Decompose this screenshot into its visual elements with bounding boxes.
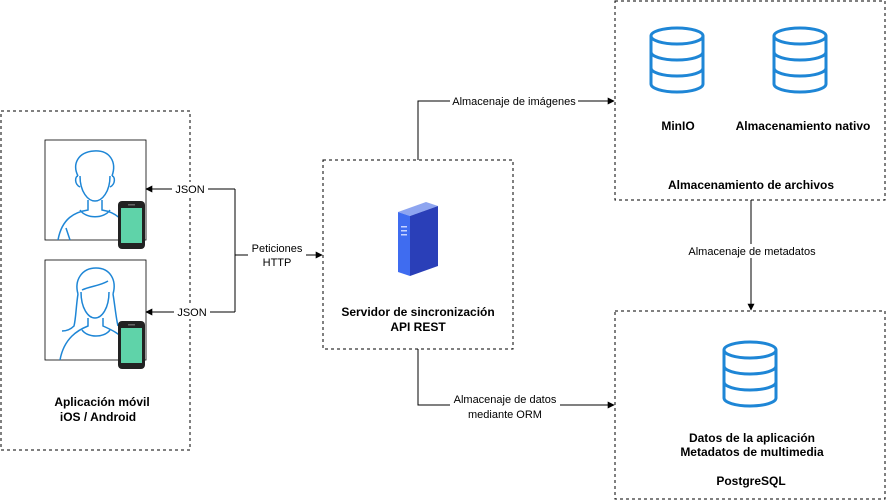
smartphone-icon bbox=[118, 321, 145, 369]
connector-server-files bbox=[417, 97, 615, 160]
female-user-card bbox=[44, 259, 147, 369]
json-label-bottom: JSON bbox=[177, 307, 206, 319]
database-box: Datos de la aplicación Metadatos de mult… bbox=[614, 310, 886, 500]
minio-label: MinIO bbox=[661, 119, 694, 133]
server-box: Servidor de sincronización API REST bbox=[322, 159, 514, 350]
server-title-line1: Servidor de sincronización bbox=[341, 305, 494, 319]
file-storage-box: MinIO Almacenamiento nativo Almacenamien… bbox=[614, 0, 886, 201]
orm-label-line1: Almacenaje de datos bbox=[454, 394, 557, 406]
images-edge-label: Almacenaje de imágenes bbox=[452, 96, 576, 108]
female-user-icon bbox=[59, 267, 125, 361]
json-label-top: JSON bbox=[175, 184, 204, 196]
http-label-line1: Peticiones bbox=[252, 243, 303, 255]
mobile-title-line2: iOS / Android bbox=[60, 410, 136, 424]
http-label-line2: HTTP bbox=[263, 257, 292, 269]
server-title-line2: API REST bbox=[390, 320, 446, 334]
orm-label-line2: mediante ORM bbox=[468, 409, 542, 421]
native-storage-label: Almacenamiento nativo bbox=[736, 119, 871, 133]
server-icon bbox=[398, 202, 438, 276]
mobile-app-box: Aplicación móvil iOS / Android bbox=[0, 110, 191, 451]
database-icon bbox=[722, 340, 778, 408]
database-icon bbox=[649, 26, 705, 94]
file-storage-title: Almacenamiento de archivos bbox=[668, 178, 834, 192]
male-user-card bbox=[44, 139, 147, 249]
database-icon bbox=[772, 26, 828, 94]
database-line2: Metadatos de multimedia bbox=[680, 445, 824, 459]
metadata-edge-label: Almacenaje de metadatos bbox=[688, 246, 816, 258]
mobile-title-line1: Aplicación móvil bbox=[54, 395, 149, 409]
smartphone-icon bbox=[118, 201, 145, 249]
database-line1: Datos de la aplicación bbox=[689, 431, 815, 445]
database-engine: PostgreSQL bbox=[716, 474, 785, 488]
